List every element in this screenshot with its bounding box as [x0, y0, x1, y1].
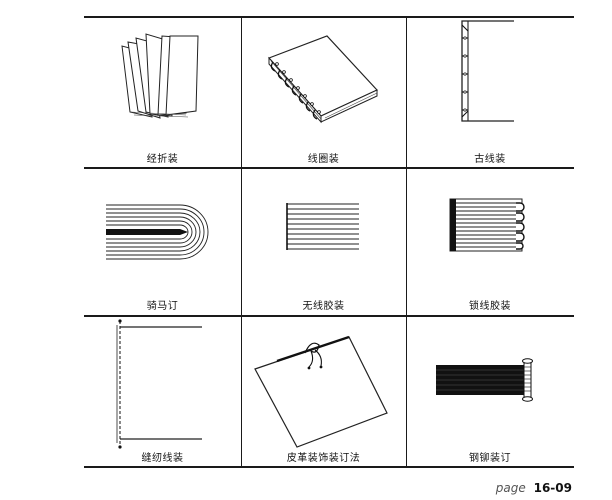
cell-saddle-stitch: 骑马订: [84, 167, 241, 315]
saddle-stitch-illustration: [106, 204, 209, 260]
cell-accordion: 经折装: [84, 16, 241, 167]
screw-post-illustration: [436, 358, 533, 402]
grid-line-top: [84, 16, 574, 18]
page-number: page 16-09: [496, 481, 572, 495]
stab-stitch-illustration: [461, 20, 514, 122]
binding-label: 钢铆装订: [469, 453, 511, 464]
leather-decorated-illustration: [254, 335, 388, 448]
accordion-binding-illustration: [121, 33, 199, 119]
grid-line-row-1: [84, 167, 574, 169]
page-word: page: [495, 481, 526, 495]
cell-leather-decorated: 皮革装饰装订法: [241, 315, 406, 466]
binding-label: 缝纫线装: [141, 453, 184, 464]
page-number-value: 16-09: [533, 481, 572, 495]
side-sewn-illustration: [116, 319, 202, 449]
binding-label: 锁线胶装: [469, 301, 511, 312]
binding-label: 皮革装饰装订法: [286, 453, 361, 464]
grid-line-col-1: [241, 16, 243, 466]
grid-line-row-2: [84, 315, 574, 317]
binding-label: 经折装: [146, 154, 179, 165]
cell-perfect-binding: 无线胶装: [241, 167, 406, 315]
cell-screw-post: 钢铆装订: [406, 315, 574, 466]
spiral-binding-illustration: [267, 35, 379, 124]
cell-spiral: 线圈装: [241, 16, 406, 167]
binding-label: 线圈装: [307, 154, 340, 165]
binding-label: 古线装: [474, 154, 506, 165]
cell-side-sewn: 缝纫线装: [84, 315, 241, 466]
cell-stab-stitch: 古线装: [406, 16, 574, 167]
grid-line-bottom: [84, 466, 574, 468]
sewn-perfect-binding-illustration: [449, 198, 525, 252]
cell-sewn-perfect-binding: 锁线胶装: [406, 167, 574, 315]
binding-label: 无线胶装: [302, 301, 345, 312]
perfect-binding-illustration: [286, 203, 359, 250]
grid-line-col-2: [406, 16, 408, 466]
binding-label: 骑马订: [146, 301, 179, 312]
